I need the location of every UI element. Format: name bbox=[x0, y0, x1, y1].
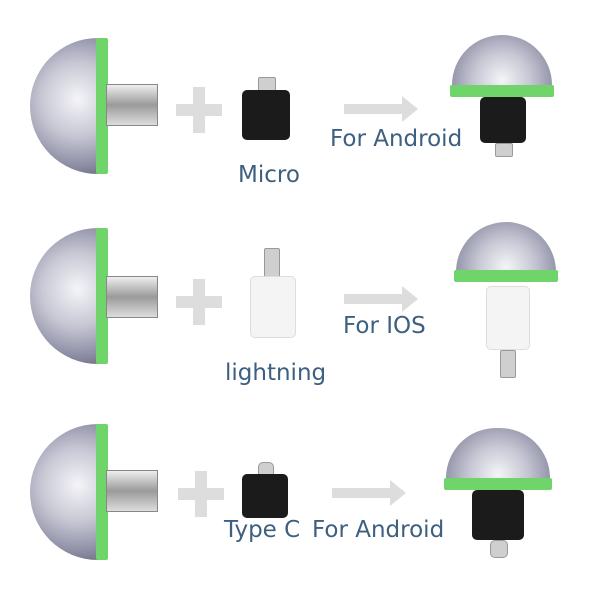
disco-ball-light bbox=[30, 38, 98, 174]
connector-label: Type C bbox=[224, 517, 301, 543]
result-label: For Android bbox=[330, 126, 463, 152]
result-label: For IOS bbox=[343, 313, 426, 339]
green-rim bbox=[96, 424, 108, 560]
plus-icon-v bbox=[193, 279, 205, 325]
disco-dome bbox=[456, 222, 556, 272]
plus-icon-v bbox=[195, 471, 207, 517]
lightning-adapter bbox=[486, 286, 530, 350]
green-rim bbox=[450, 85, 554, 97]
disco-dome bbox=[452, 35, 552, 85]
green-rim bbox=[96, 228, 108, 364]
arrow-right-icon bbox=[344, 286, 418, 312]
connector-label: lightning bbox=[225, 360, 327, 386]
usb-plug bbox=[106, 470, 158, 512]
type-c-tip bbox=[490, 540, 508, 558]
green-rim bbox=[454, 270, 558, 282]
usb-plug bbox=[106, 84, 158, 126]
usb-plug bbox=[106, 276, 158, 318]
type-c-adapter bbox=[472, 490, 524, 540]
arrow-right-icon bbox=[344, 96, 418, 122]
micro-adapter bbox=[242, 90, 290, 140]
type-c-adapter bbox=[242, 474, 288, 518]
micro-adapter bbox=[480, 97, 526, 143]
result-label: For Android bbox=[312, 517, 445, 543]
disco-dome bbox=[446, 428, 550, 480]
lightning-adapter bbox=[250, 276, 296, 338]
micro-usb-tip bbox=[495, 143, 513, 157]
plus-icon-v bbox=[193, 87, 205, 133]
disco-ball-light bbox=[30, 424, 98, 560]
disco-ball-light bbox=[30, 228, 98, 364]
green-rim bbox=[444, 478, 552, 490]
lightning-tip bbox=[264, 248, 280, 278]
green-rim bbox=[96, 38, 108, 174]
lightning-tip bbox=[500, 350, 516, 378]
connector-label: Micro bbox=[238, 162, 300, 188]
arrow-right-icon bbox=[332, 480, 406, 506]
